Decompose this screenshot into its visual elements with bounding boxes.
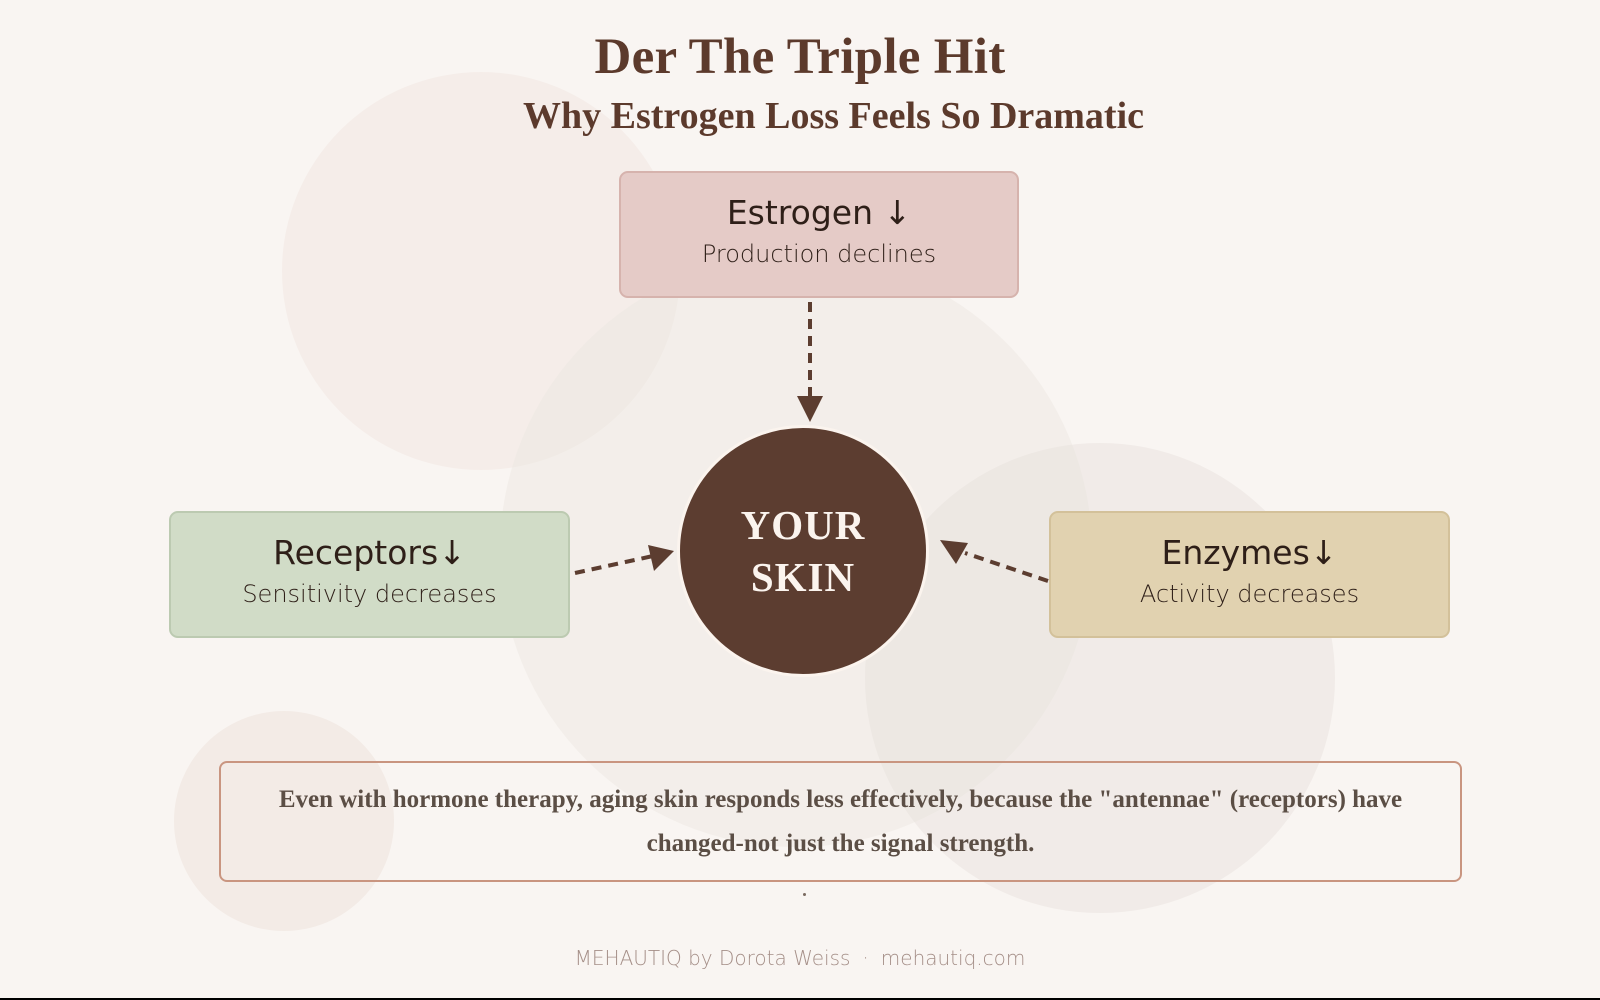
node-receptors-title: Receptors↓ <box>273 533 466 572</box>
center-node-your-skin: YOUR SKIN <box>677 425 929 677</box>
footer-brand: MEHAUTIQ by Dorota Weiss <box>574 946 851 970</box>
node-estrogen-subtitle: Production declines <box>701 240 937 268</box>
diagram-subtitle: Why Estrogen Loss Feels So Dramatic <box>523 95 1144 137</box>
bottom-border <box>0 998 1600 1000</box>
footer-separator: · <box>862 946 869 970</box>
node-enzymes-title: Enzymes↓ <box>1161 533 1338 572</box>
node-enzymes: Enzymes↓ Activity decreases <box>1049 511 1450 638</box>
callout-box: Even with hormone therapy, aging skin re… <box>219 761 1462 882</box>
node-receptors-subtitle: Sensitivity decreases <box>242 580 497 608</box>
node-estrogen: Estrogen ↓ Production declines <box>619 171 1019 298</box>
diagram-title: Der The Triple Hit <box>594 29 1006 85</box>
node-enzymes-subtitle: Activity decreases <box>1139 580 1360 608</box>
decorative-circle <box>282 72 680 470</box>
callout-text: Even with hormone therapy, aging skin re… <box>278 785 1403 857</box>
center-node-line1: YOUR <box>740 502 866 548</box>
footer: MEHAUTIQ by Dorota Weiss · mehautiq.com <box>0 946 1600 970</box>
center-node-line2: SKIN <box>750 554 856 600</box>
footer-website: mehautiq.com <box>880 946 1026 970</box>
node-receptors: Receptors↓ Sensitivity decreases <box>169 511 570 638</box>
stray-dot <box>803 893 806 896</box>
node-estrogen-title: Estrogen ↓ <box>726 193 912 232</box>
decorative-circle <box>174 711 394 931</box>
